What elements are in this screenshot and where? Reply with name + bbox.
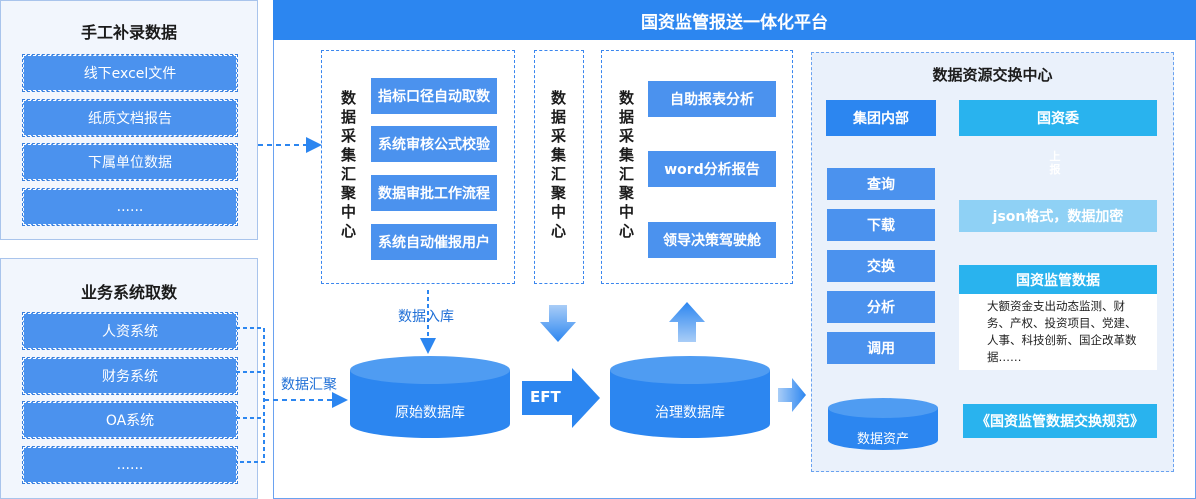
group-internal-box[interactable]: 集团内部 (826, 100, 936, 136)
collect-center-1 (321, 50, 515, 284)
manual-data-title: 手工补录数据 (80, 23, 177, 42)
op-exchange-button[interactable]: 交换 (827, 250, 935, 282)
business-item-finance[interactable]: 财务系统 (22, 357, 238, 395)
formula-check-button[interactable]: 系统审核公式校验 (371, 126, 497, 162)
sasac-data-description: 大额资金支出动态监测、财务、产权、投资项目、党建、人事、科技创新、国企改革数据…… (959, 294, 1157, 370)
governed-database-label: 治理数据库 (655, 405, 725, 421)
op-download-button[interactable]: 下载 (827, 209, 935, 241)
raw-database-label: 原始数据库 (395, 405, 465, 421)
data-gather-label: 数据汇聚 (281, 377, 337, 393)
approval-flow-button[interactable]: 数据审批工作流程 (371, 175, 497, 211)
json-format-box: json格式，数据加密 (959, 200, 1157, 232)
word-report-button[interactable]: word分析报告 (648, 151, 776, 187)
sasac-data-box: 国资监管数据 (959, 265, 1157, 295)
op-invoke-button[interactable]: 调用 (827, 332, 935, 364)
self-report-button[interactable]: 自助报表分析 (648, 81, 776, 117)
platform-title: 国资监管报送一体化平台 (273, 0, 1196, 40)
sasac-box[interactable]: 国资委 (959, 100, 1157, 136)
business-item-oa[interactable]: OA系统 (22, 401, 238, 439)
report-up-label: 上报 (1049, 150, 1061, 176)
business-item-more[interactable]: ...... (22, 446, 238, 484)
eft-label: EFT (530, 388, 561, 406)
manual-item-paper[interactable]: 纸质文档报告 (22, 99, 238, 137)
business-data-title: 业务系统取数 (80, 283, 177, 302)
collect-center-3-title: 数据采集汇聚中心 (617, 90, 635, 242)
exchange-spec-box[interactable]: 《国资监管数据交换规范》 (963, 404, 1157, 438)
op-analyze-button[interactable]: 分析 (827, 291, 935, 323)
manual-item-excel[interactable]: 线下excel文件 (22, 54, 238, 92)
asset-database-label: 数据资产 (856, 432, 909, 447)
collect-center-2-title: 数据采集汇聚中心 (549, 90, 567, 242)
raw-database-icon (350, 356, 510, 438)
op-query-button[interactable]: 查询 (827, 168, 935, 200)
manual-data-panel: 手工补录数据 线下excel文件 纸质文档报告 下属单位数据 ...... (0, 0, 258, 240)
collect-center-2 (534, 50, 584, 284)
collect-center-1-title: 数据采集汇聚中心 (339, 90, 357, 242)
cockpit-button[interactable]: 领导决策驾驶舱 (648, 222, 776, 258)
business-item-hr[interactable]: 人资系统 (22, 312, 238, 350)
manual-item-more[interactable]: ...... (22, 188, 238, 226)
auto-fetch-button[interactable]: 指标口径自动取数 (371, 78, 497, 114)
data-in-label: 数据入库 (398, 309, 454, 325)
auto-remind-button[interactable]: 系统自动催报用户 (371, 224, 497, 260)
manual-item-subunit[interactable]: 下属单位数据 (22, 143, 238, 181)
exchange-center-title: 数据资源交换中心 (932, 66, 1053, 84)
governed-database-icon (610, 356, 770, 438)
asset-database-icon (828, 398, 938, 450)
collect-center-3 (601, 50, 793, 284)
business-data-panel: 业务系统取数 人资系统 财务系统 OA系统 ...... (0, 258, 258, 499)
